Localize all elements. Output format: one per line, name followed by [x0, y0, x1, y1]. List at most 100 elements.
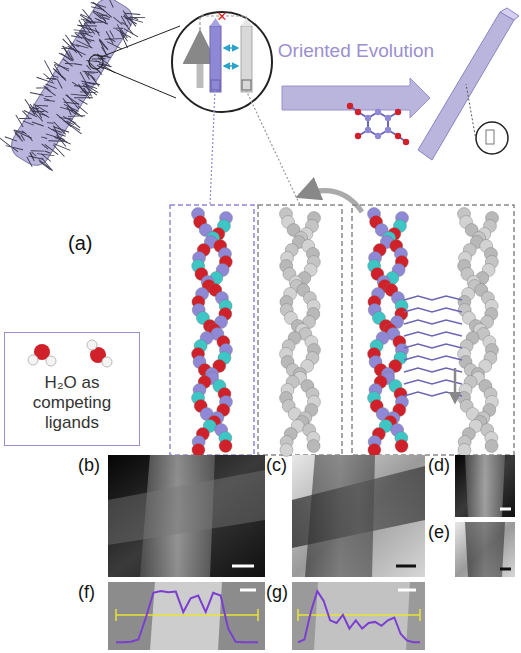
spike — [59, 133, 65, 138]
atom-sphere — [192, 444, 205, 457]
spike — [37, 147, 54, 162]
spike — [51, 122, 68, 135]
spike — [6, 141, 23, 155]
micrograph-e — [455, 522, 515, 577]
linker-bridge — [404, 308, 462, 312]
spike — [54, 124, 70, 136]
prism-rod — [418, 8, 519, 160]
block-arrow — [282, 78, 430, 118]
atom-sphere — [368, 444, 381, 457]
atom-sphere — [280, 444, 293, 457]
spike — [32, 120, 44, 129]
spike — [83, 38, 90, 44]
zoom-line — [102, 67, 176, 98]
spike — [45, 88, 56, 96]
spike — [39, 158, 56, 171]
spike — [77, 84, 85, 91]
linker-bridge — [404, 392, 462, 396]
spike — [118, 29, 130, 39]
spike — [55, 114, 73, 127]
spike — [102, 31, 116, 43]
spike — [66, 120, 74, 125]
atom — [395, 109, 401, 115]
spike — [93, 28, 102, 36]
spike — [48, 127, 61, 135]
spike — [71, 88, 87, 102]
panel-label: (f) — [78, 582, 95, 603]
spike — [31, 105, 46, 118]
spike — [96, 13, 107, 21]
legend-box: H₂O as competing ligands — [4, 332, 140, 446]
spike — [16, 129, 32, 140]
spike — [76, 42, 88, 52]
atom — [355, 133, 361, 139]
spike — [119, 16, 128, 24]
spike — [112, 17, 123, 25]
spike — [45, 93, 53, 100]
spike — [109, 38, 116, 42]
spike — [12, 130, 22, 137]
spike — [55, 80, 65, 88]
spike — [51, 145, 67, 157]
spike — [48, 134, 64, 148]
atom — [375, 133, 381, 139]
atom — [375, 109, 381, 115]
spike — [43, 86, 51, 91]
atom-sphere — [307, 440, 320, 453]
spike — [79, 99, 88, 105]
spike — [41, 144, 49, 149]
atom — [403, 139, 409, 145]
spike — [107, 40, 122, 50]
helix-chains — [192, 208, 499, 457]
micrograph-c — [292, 455, 425, 577]
micrograph-b — [108, 455, 265, 577]
atom-sphere — [458, 444, 471, 457]
panel-label: (c) — [266, 455, 287, 476]
svg-text:✕: ✕ — [217, 9, 228, 24]
spike — [125, 26, 135, 34]
atom-sphere — [485, 440, 498, 453]
spike — [45, 82, 56, 90]
spike — [97, 5, 113, 17]
spike — [51, 68, 68, 80]
micrograph-g — [292, 582, 425, 650]
spike — [91, 0, 106, 11]
spike — [29, 153, 35, 158]
linker-bridge — [404, 332, 462, 336]
spike — [44, 96, 55, 105]
spike — [60, 98, 76, 111]
spike — [55, 61, 70, 72]
atom — [385, 127, 391, 133]
linker-bridge — [404, 368, 462, 372]
shift-arrow — [454, 368, 457, 402]
zoom-circle — [89, 55, 103, 69]
spike — [12, 148, 18, 152]
micrograph-d — [455, 455, 515, 517]
spike — [75, 20, 90, 33]
spike — [64, 94, 82, 109]
panel-label: (a) — [68, 232, 92, 255]
panel-label: (b) — [78, 455, 100, 476]
spike — [62, 42, 79, 55]
atom — [355, 109, 361, 115]
atom — [395, 133, 401, 139]
spike — [34, 113, 45, 121]
dashed-frame — [352, 205, 514, 455]
spike — [39, 161, 52, 170]
spike — [83, 85, 98, 95]
linker-molecule — [347, 103, 409, 145]
box-text: H₂O as competing ligands — [5, 373, 139, 433]
spike — [5, 134, 17, 143]
spike — [95, 69, 103, 75]
spike — [54, 141, 70, 153]
process-label: Oriented Evolution — [276, 40, 436, 62]
water-molecules — [28, 340, 112, 367]
linker-bridge — [404, 296, 462, 300]
atom — [365, 127, 371, 133]
atom-sphere — [395, 440, 408, 453]
dashed-frame — [170, 205, 254, 455]
spike — [45, 150, 51, 154]
spike — [62, 59, 73, 66]
inset: ✕ — [172, 9, 272, 112]
